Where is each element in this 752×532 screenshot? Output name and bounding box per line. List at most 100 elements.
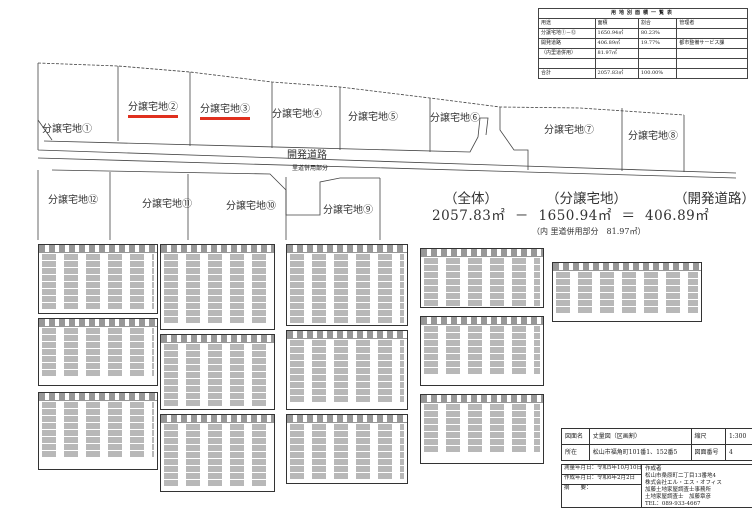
table-row — [42, 303, 154, 309]
total-label: （全体） — [444, 191, 498, 207]
road-note: （内 里道併用部分 81.97㎡） — [532, 227, 646, 236]
table-row — [556, 307, 698, 313]
table-row — [424, 300, 540, 306]
lot-4-label: 分譲宅地④ — [272, 109, 322, 120]
created-date: 作成年月日：令和6年2月2日 — [562, 475, 641, 485]
table-row — [42, 254, 154, 260]
lot-6-label: 分譲宅地⑥ — [430, 113, 480, 124]
author-line: 加藤土地家屋調査士事務所 — [645, 487, 712, 493]
drawing-no: 4 — [724, 444, 752, 461]
lots-label: （分譲宅地） — [546, 191, 627, 207]
table-row — [424, 333, 540, 339]
table-header — [39, 245, 157, 253]
coordinate-table — [38, 244, 158, 314]
table-row — [42, 296, 154, 302]
table-row — [164, 386, 271, 392]
drawing-name: 丈量図（区画割） — [588, 428, 692, 445]
author-line: 松山市桑原町二丁目13番地4 — [645, 473, 716, 479]
table-row — [424, 286, 540, 292]
table-row — [424, 279, 540, 285]
table-row — [424, 404, 540, 410]
table-row — [290, 282, 404, 288]
table-row — [164, 344, 271, 350]
road-area: 406.89㎡ — [645, 208, 710, 224]
coordinate-table — [552, 262, 702, 322]
table-row — [424, 361, 540, 367]
table-row — [42, 356, 154, 362]
table-row — [424, 265, 540, 271]
scale: 1:300 — [724, 428, 752, 445]
table-row — [424, 439, 540, 445]
table-row — [164, 400, 271, 406]
author-line: TEL：089-933-4667 — [645, 501, 701, 507]
table-row — [42, 261, 154, 267]
table-row — [42, 423, 154, 429]
table-row — [164, 480, 271, 486]
coordinate-table — [160, 334, 275, 410]
lot-8-label: 分譲宅地⑧ — [628, 131, 678, 142]
coordinate-table — [38, 318, 158, 386]
table-row — [42, 328, 154, 334]
table-header — [421, 317, 543, 325]
table-row — [424, 418, 540, 424]
table-row — [290, 459, 404, 465]
cell — [676, 68, 748, 79]
table-row — [164, 365, 271, 371]
lot-3-label: 分譲宅地③ — [200, 104, 250, 120]
lot-11-label: 分譲宅地⑪ — [142, 199, 192, 210]
table-header — [39, 393, 157, 401]
equals-sign: ＝ — [621, 208, 636, 224]
author-label: 作成者 — [645, 466, 662, 472]
table-row — [424, 347, 540, 353]
table-row — [424, 354, 540, 360]
coordinate-table — [286, 330, 408, 410]
table-row — [42, 282, 154, 288]
table-row — [42, 370, 154, 376]
table-row — [290, 431, 404, 437]
road-area-label: （開発道路） — [674, 191, 752, 207]
table-row — [164, 445, 271, 451]
title-block-details: 測量年月日：令和5年10月10日 作成年月日：令和6年2月2日 摘 要： 作成者… — [561, 464, 752, 508]
table-row — [42, 451, 154, 457]
table-row — [164, 268, 271, 274]
table-row — [290, 310, 404, 316]
table-row — [556, 279, 698, 285]
table-row — [164, 254, 271, 260]
table-row — [290, 389, 404, 395]
table-row — [290, 396, 404, 402]
table-row — [290, 361, 404, 367]
lot-5-label: 分譲宅地⑤ — [348, 112, 398, 123]
area-calculation: （全体） （分譲宅地） （開発道路） 2057.83㎡ － 1650.94㎡ ＝… — [432, 192, 752, 236]
table-row — [42, 342, 154, 348]
table-header — [421, 395, 543, 403]
table-row — [290, 466, 404, 472]
table-row — [164, 393, 271, 399]
table-header — [287, 331, 407, 339]
coordinate-table — [160, 244, 275, 330]
location: 松山市福角町101番1、152番5 — [588, 444, 692, 461]
table-row — [164, 379, 271, 385]
table-row — [164, 317, 271, 323]
cell: 100.00% — [637, 68, 678, 79]
coordinate-table — [286, 414, 408, 484]
table-header — [161, 415, 274, 423]
lot-1-label: 分譲宅地① — [42, 124, 92, 135]
table-row — [164, 466, 271, 472]
table-row — [164, 372, 271, 378]
table-row — [424, 272, 540, 278]
total-area: 2057.83㎡ — [432, 208, 506, 224]
lots-area: 1650.94㎡ — [538, 208, 612, 224]
table-row — [42, 349, 154, 355]
table-row — [42, 289, 154, 295]
table-row — [290, 375, 404, 381]
table-row — [290, 268, 404, 274]
table-row — [164, 431, 271, 437]
table-row — [424, 340, 540, 346]
table-row — [164, 473, 271, 479]
table-row — [164, 282, 271, 288]
table-row — [42, 444, 154, 450]
table-row — [164, 459, 271, 465]
table-header — [39, 319, 157, 327]
